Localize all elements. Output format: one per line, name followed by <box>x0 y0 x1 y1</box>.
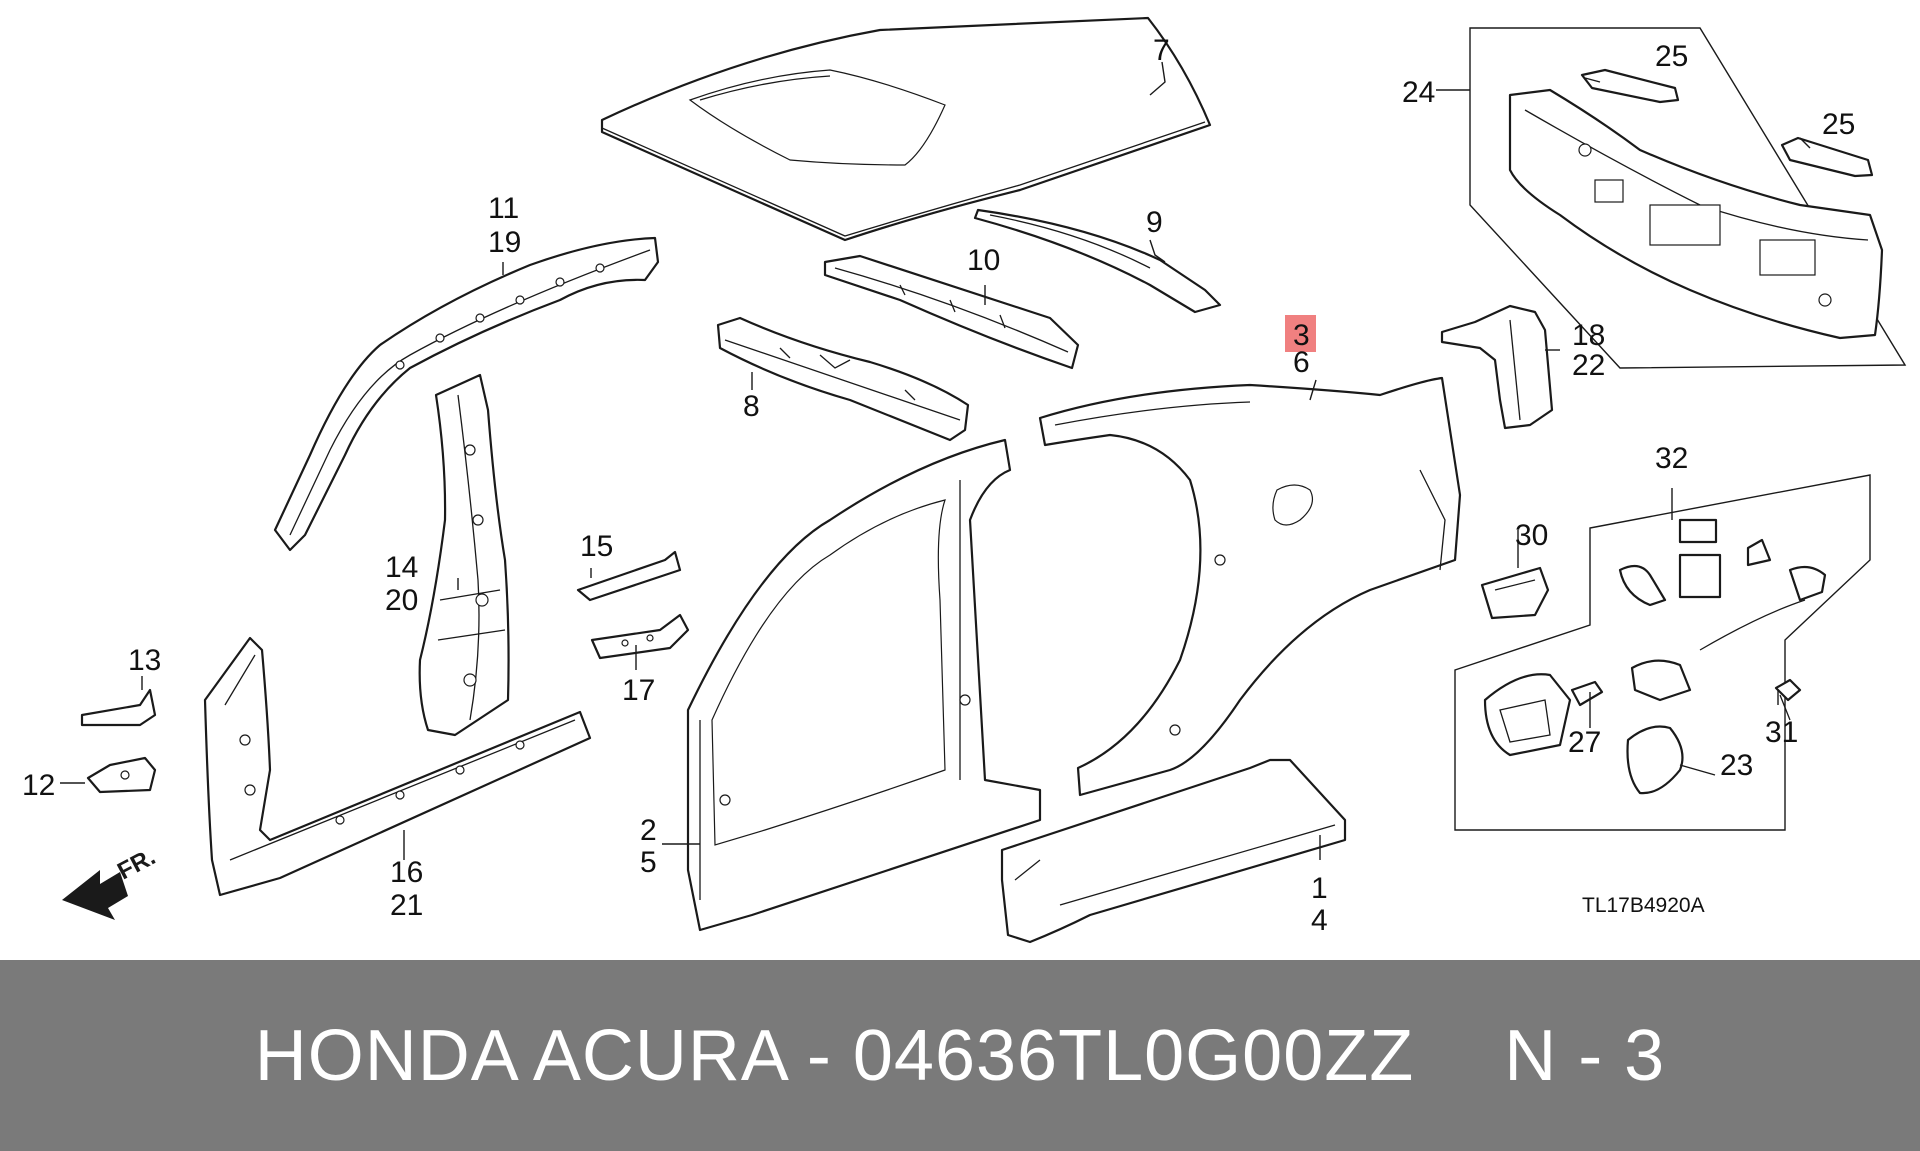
roof-panel[interactable] <box>600 16 1212 242</box>
rear-panel[interactable] <box>1508 88 1884 340</box>
fuel-lid-actuator[interactable] <box>1630 659 1692 702</box>
label-15[interactable]: 15 <box>580 530 613 563</box>
label-11[interactable]: 11 <box>488 192 519 225</box>
label-32[interactable]: 32 <box>1655 442 1688 475</box>
fuel-door-group-box <box>1454 474 1871 831</box>
front-outer-side-panel[interactable] <box>686 438 1042 932</box>
label-30[interactable]: 30 <box>1515 519 1548 552</box>
label-1[interactable]: 1 <box>1311 872 1328 905</box>
brace-15[interactable] <box>576 550 682 602</box>
label-25-lower[interactable]: 25 <box>1822 108 1855 141</box>
rear-panel-bracket-lower[interactable] <box>1780 136 1874 178</box>
rear-panel-box-outline <box>1469 27 1907 369</box>
front-direction-arrow: FR. <box>62 843 160 920</box>
rear-roof-rail[interactable] <box>973 208 1222 314</box>
bracket-13[interactable] <box>80 688 157 727</box>
label-2[interactable]: 2 <box>640 814 657 847</box>
gusset-17[interactable] <box>590 613 690 660</box>
fuel-lid-pad[interactable] <box>1678 518 1722 599</box>
roof-side-rail[interactable] <box>273 236 660 552</box>
label-21[interactable]: 21 <box>390 889 423 922</box>
center-pillar[interactable] <box>418 373 510 737</box>
inner-side-sill[interactable] <box>203 636 592 897</box>
label-23[interactable]: 23 <box>1720 749 1753 782</box>
rear-panel-bracket-upper[interactable] <box>1580 68 1680 104</box>
front-roof-arch[interactable] <box>716 316 970 442</box>
footer-part-title: HONDA ACURA - 04636TL0G00ZZ <box>254 1015 1415 1096</box>
label-13[interactable]: 13 <box>128 644 161 677</box>
bracket-12[interactable] <box>86 756 157 794</box>
label-3-highlighted[interactable]: 3 <box>1293 319 1310 352</box>
clip-27[interactable] <box>1570 680 1604 707</box>
footer-banner: HONDA ACURA - 04636TL0G00ZZ N - 3 <box>0 960 1920 1151</box>
fuel-lid-23[interactable] <box>1626 725 1684 795</box>
label-22[interactable]: 22 <box>1572 349 1605 382</box>
label-14[interactable]: 14 <box>385 551 418 584</box>
label-24[interactable]: 24 <box>1402 76 1435 109</box>
label-7[interactable]: 7 <box>1153 34 1170 67</box>
label-18[interactable]: 18 <box>1572 319 1605 352</box>
roof-arch-middle[interactable] <box>823 254 1080 370</box>
label-10[interactable]: 10 <box>967 244 1000 277</box>
label-20[interactable]: 20 <box>385 584 418 617</box>
label-17[interactable]: 17 <box>622 674 655 707</box>
leader-lines <box>60 61 1811 860</box>
highlight-box <box>1285 315 1316 352</box>
screw-31[interactable] <box>1774 678 1802 721</box>
rear-inner-bracket[interactable] <box>1440 304 1554 430</box>
diagram-reference: TL17B4920A <box>1582 894 1705 917</box>
label-5[interactable]: 5 <box>640 846 657 879</box>
label-9[interactable]: 9 <box>1146 206 1163 239</box>
fuel-door-housing-30[interactable] <box>1480 566 1550 620</box>
label-19[interactable]: 19 <box>488 226 521 259</box>
label-6[interactable]: 6 <box>1293 346 1310 379</box>
label-4[interactable]: 4 <box>1311 904 1328 937</box>
label-12[interactable]: 12 <box>22 769 55 802</box>
label-25-upper[interactable]: 25 <box>1655 40 1688 73</box>
exploded-parts-diagram: FR. 7 9 10 8 11 19 14 20 15 <box>22 16 1907 944</box>
label-16[interactable]: 16 <box>390 856 423 889</box>
rear-quarter-panel[interactable] <box>1038 376 1462 797</box>
label-31[interactable]: 31 <box>1765 716 1798 749</box>
footer-diagram-ref: N - 3 <box>1504 1015 1666 1096</box>
fuel-lid-angle-bracket[interactable] <box>1746 538 1772 567</box>
side-sill-panel[interactable] <box>1000 758 1347 944</box>
fuel-lid-opener-cable[interactable] <box>1699 565 1827 651</box>
part-labels: 7 9 10 8 11 19 14 20 15 17 13 12 16 21 2… <box>22 34 1855 937</box>
fuel-lid-spring[interactable] <box>1618 564 1667 607</box>
fuel-lid-housing[interactable] <box>1483 673 1572 757</box>
label-8[interactable]: 8 <box>743 390 760 423</box>
label-27[interactable]: 27 <box>1568 726 1601 759</box>
